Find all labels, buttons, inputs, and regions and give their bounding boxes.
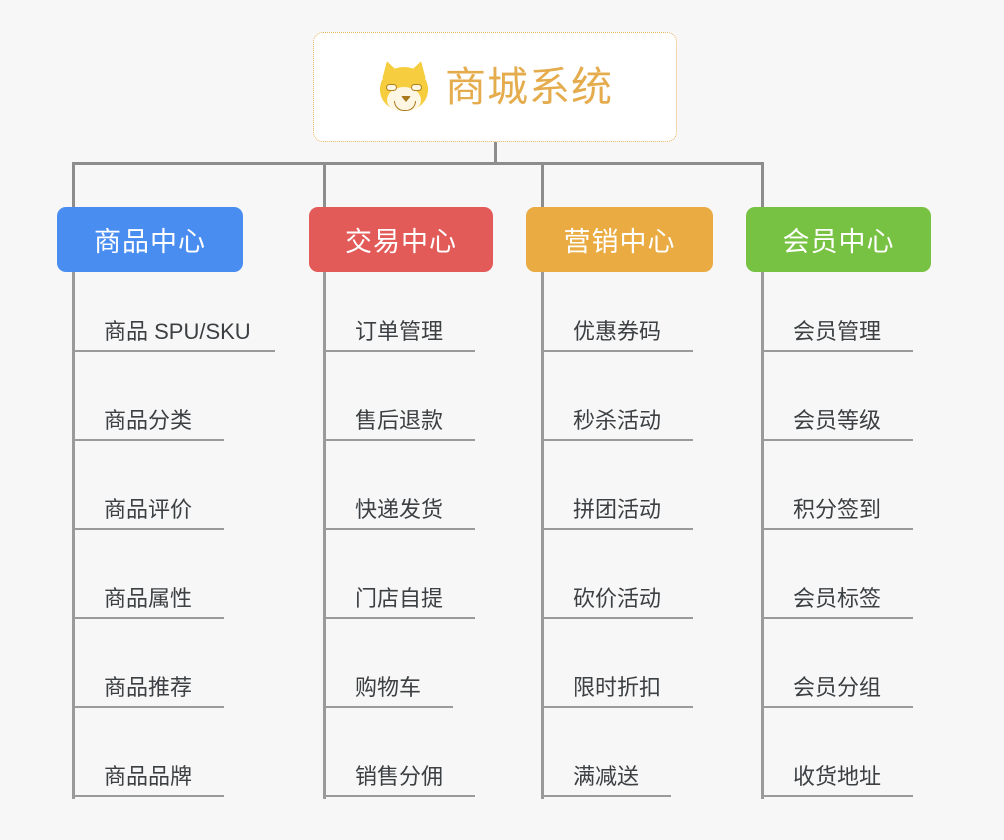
leaf-underline [541,350,693,352]
category-box-trade-center[interactable]: 交易中心 [309,207,493,272]
leaf-label: 销售分佣 [355,764,444,789]
leaf-underline [323,350,475,352]
leaf-underline [323,706,453,708]
leaf-label: 售后退款 [355,408,444,433]
leaf-label: 优惠券码 [573,319,662,344]
category-box-product-center[interactable]: 商品中心 [57,207,243,272]
leaf-underline [761,528,913,530]
leaf-underline [761,617,913,619]
leaf-label: 商品属性 [104,586,193,611]
connector-drop-marketing-center [541,162,544,207]
leaf-label: 满减送 [573,764,640,789]
connector-root-stem [494,142,497,165]
leaf-underline [761,795,913,797]
leaf-label: 砍价活动 [573,586,662,611]
connector-drop-product-center [72,162,75,207]
connector-drop-trade-center [323,162,326,207]
leaf-underline [761,706,913,708]
leaf-underline [541,528,693,530]
leaf-label: 会员等级 [793,408,882,433]
leaf-label: 会员标签 [793,586,882,611]
leaf-underline [72,706,224,708]
branch-spine-product-center [72,272,75,799]
leaf-underline [323,617,475,619]
category-label: 交易中心 [345,227,457,257]
root-title: 商城系统 [445,63,613,110]
leaf-label: 商品推荐 [104,675,193,700]
leaf-label: 购物车 [355,675,422,700]
category-label: 营销中心 [563,227,676,257]
leaf-label: 商品评价 [104,497,193,522]
branch-spine-member-center [761,272,764,799]
leaf-underline [323,795,475,797]
leaf-underline [72,617,224,619]
leaf-label: 积分签到 [793,497,882,522]
leaf-label: 订单管理 [355,319,444,344]
connector-horizontal-bus [72,162,764,165]
leaf-label: 秒杀活动 [573,408,662,433]
leaf-underline [323,439,475,441]
category-box-marketing-center[interactable]: 营销中心 [526,207,713,272]
leaf-underline [541,795,671,797]
leaf-underline [72,350,275,352]
category-label: 会员中心 [782,227,895,257]
leaf-underline [541,439,693,441]
leaf-underline [72,528,224,530]
leaf-label: 会员分组 [793,675,882,700]
leaf-underline [72,439,224,441]
leaf-label: 商品品牌 [104,764,193,789]
category-label: 商品中心 [94,227,206,257]
category-box-member-center[interactable]: 会员中心 [746,207,931,272]
root-node[interactable]: 商城系统 [313,32,677,142]
shiba-dog-icon [377,58,431,114]
leaf-underline [761,439,913,441]
leaf-underline [761,350,913,352]
leaf-underline [541,617,693,619]
leaf-underline [72,795,224,797]
leaf-label: 商品分类 [104,408,193,433]
leaf-underline [541,706,693,708]
branch-spine-marketing-center [541,272,544,799]
branch-spine-trade-center [323,272,326,799]
leaf-label: 商品 SPU/SKU [104,319,251,344]
leaf-label: 会员管理 [793,319,882,344]
leaf-label: 门店自提 [355,586,444,611]
leaf-underline [323,528,475,530]
leaf-label: 收货地址 [793,764,882,789]
leaf-label: 拼团活动 [573,497,662,522]
connector-drop-member-center [761,162,764,207]
leaf-label: 快递发货 [355,497,444,522]
leaf-label: 限时折扣 [573,675,662,700]
